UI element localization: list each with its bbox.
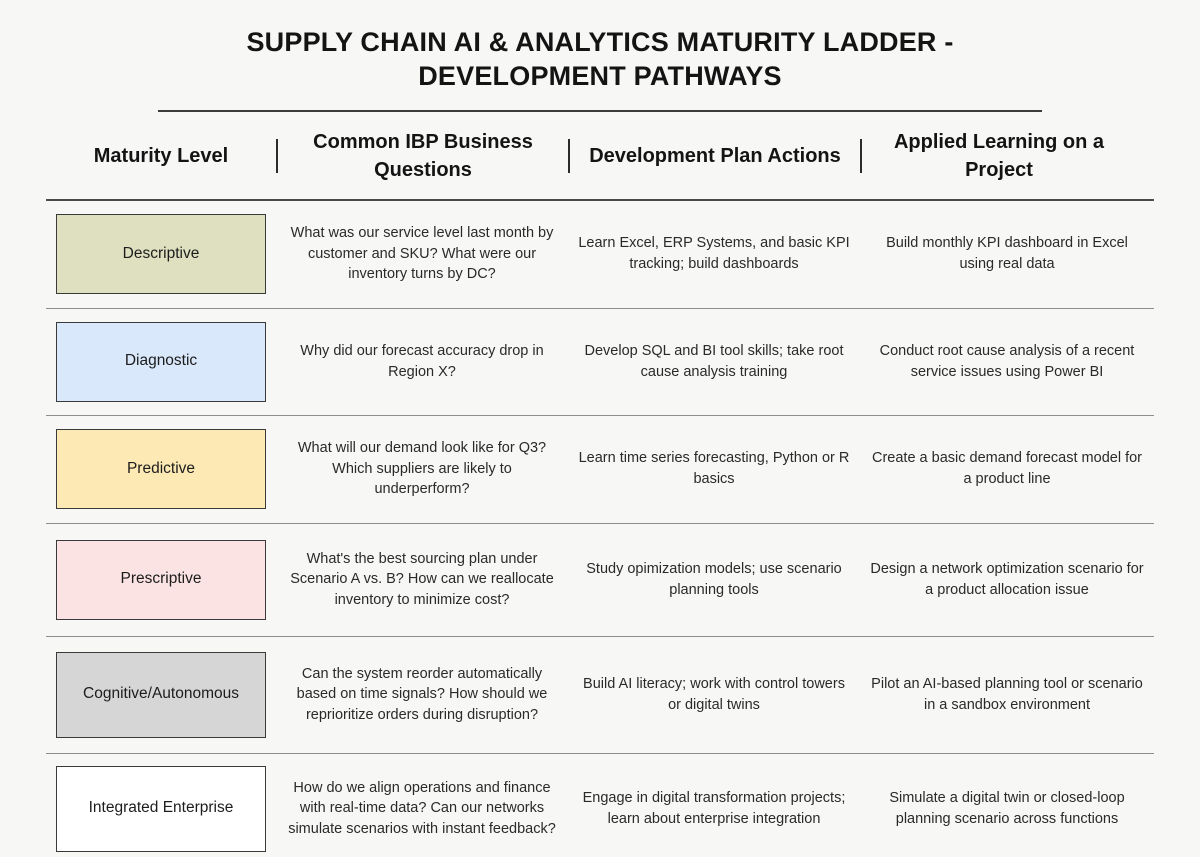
- development-actions-cell: Engage in digital transformation project…: [582, 789, 846, 827]
- maturity-level-box[interactable]: Diagnostic: [56, 321, 266, 402]
- header-divider-3: [860, 138, 862, 173]
- table-row: Diagnostic Why did our forecast accuracy…: [46, 309, 1154, 415]
- development-actions-cell: Study opimization models; use scenario p…: [586, 560, 842, 598]
- row-separator: [46, 307, 1154, 309]
- row-separator: [46, 522, 1154, 524]
- business-questions-cell: Can the system reorder automatically bas…: [296, 665, 548, 723]
- applied-learning-cell: Build monthly KPI dashboard in Excel usi…: [886, 235, 1128, 272]
- level-cell: Cognitive/Autonomous: [46, 646, 276, 744]
- table-body: Descriptive What was our service level l…: [46, 201, 1154, 857]
- business-questions-cell: Why did our forecast accuracy drop in Re…: [300, 342, 544, 380]
- row-separator: [46, 635, 1154, 637]
- table-row: Integrated Enterprise How do we align op…: [46, 754, 1154, 857]
- business-questions-cell: How do we align operations and finance w…: [288, 779, 556, 837]
- title-block: SUPPLY CHAIN AI & ANALYTICS MATURITY LAD…: [0, 0, 1200, 112]
- maturity-level-box[interactable]: Cognitive/Autonomous: [56, 651, 266, 738]
- business-questions-cell: What's the best sourcing plan under Scen…: [290, 550, 554, 608]
- level-cell: Diagnostic: [46, 316, 276, 408]
- business-questions-cell: What was our service level last month by…: [290, 225, 554, 283]
- table-header-row: Maturity Level Common IBP Business Quest…: [46, 126, 1154, 186]
- maturity-level-box[interactable]: Descriptive: [56, 214, 266, 294]
- applied-learning-cell: Create a basic demand forecast model for…: [872, 450, 1142, 487]
- level-cell: Integrated Enterprise: [46, 760, 276, 857]
- applied-learning-cell: Conduct root cause analysis of a recent …: [879, 342, 1135, 380]
- applied-learning-cell: Design a network optimization scenario f…: [870, 560, 1144, 598]
- table-row: Prescriptive What's the best sourcing pl…: [46, 524, 1154, 636]
- column-header-maturity-level: Maturity Level: [93, 144, 229, 167]
- row-separator: [46, 752, 1154, 754]
- row-separator: [46, 414, 1154, 416]
- applied-learning-cell: Simulate a digital twin or closed-loop p…: [889, 789, 1125, 827]
- level-cell: Predictive: [46, 423, 276, 515]
- table-row: Cognitive/Autonomous Can the system reor…: [46, 637, 1154, 753]
- development-actions-cell: Develop SQL and BI tool skills; take roo…: [584, 342, 844, 380]
- table-row: Descriptive What was our service level l…: [46, 201, 1154, 308]
- title-divider: [158, 109, 1042, 112]
- level-cell: Prescriptive: [46, 534, 276, 626]
- column-header-development-actions: Development Plan Actions: [589, 144, 841, 167]
- table-row: Predictive What will our demand look lik…: [46, 416, 1154, 523]
- header-divider-1: [276, 138, 278, 173]
- maturity-level-box[interactable]: Prescriptive: [56, 539, 266, 620]
- development-actions-cell: Build AI literacy; work with control tow…: [583, 675, 845, 713]
- maturity-level-box[interactable]: Integrated Enterprise: [56, 765, 266, 852]
- page-title: SUPPLY CHAIN AI & ANALYTICS MATURITY LAD…: [246, 27, 954, 91]
- level-cell: Descriptive: [46, 208, 276, 300]
- column-header-business-questions: Common IBP Business Questions: [313, 130, 533, 181]
- header-divider-rule: [46, 198, 1154, 201]
- header-divider-2: [568, 138, 570, 173]
- business-questions-cell: What will our demand look like for Q3? W…: [297, 440, 547, 498]
- maturity-level-box[interactable]: Predictive: [56, 429, 266, 509]
- applied-learning-cell: Pilot an AI-based planning tool or scena…: [871, 675, 1143, 713]
- development-actions-cell: Learn Excel, ERP Systems, and basic KPI …: [578, 235, 850, 272]
- development-actions-cell: Learn time series forecasting, Python or…: [578, 450, 850, 487]
- column-header-applied-learning: Applied Learning on a Project: [893, 130, 1104, 181]
